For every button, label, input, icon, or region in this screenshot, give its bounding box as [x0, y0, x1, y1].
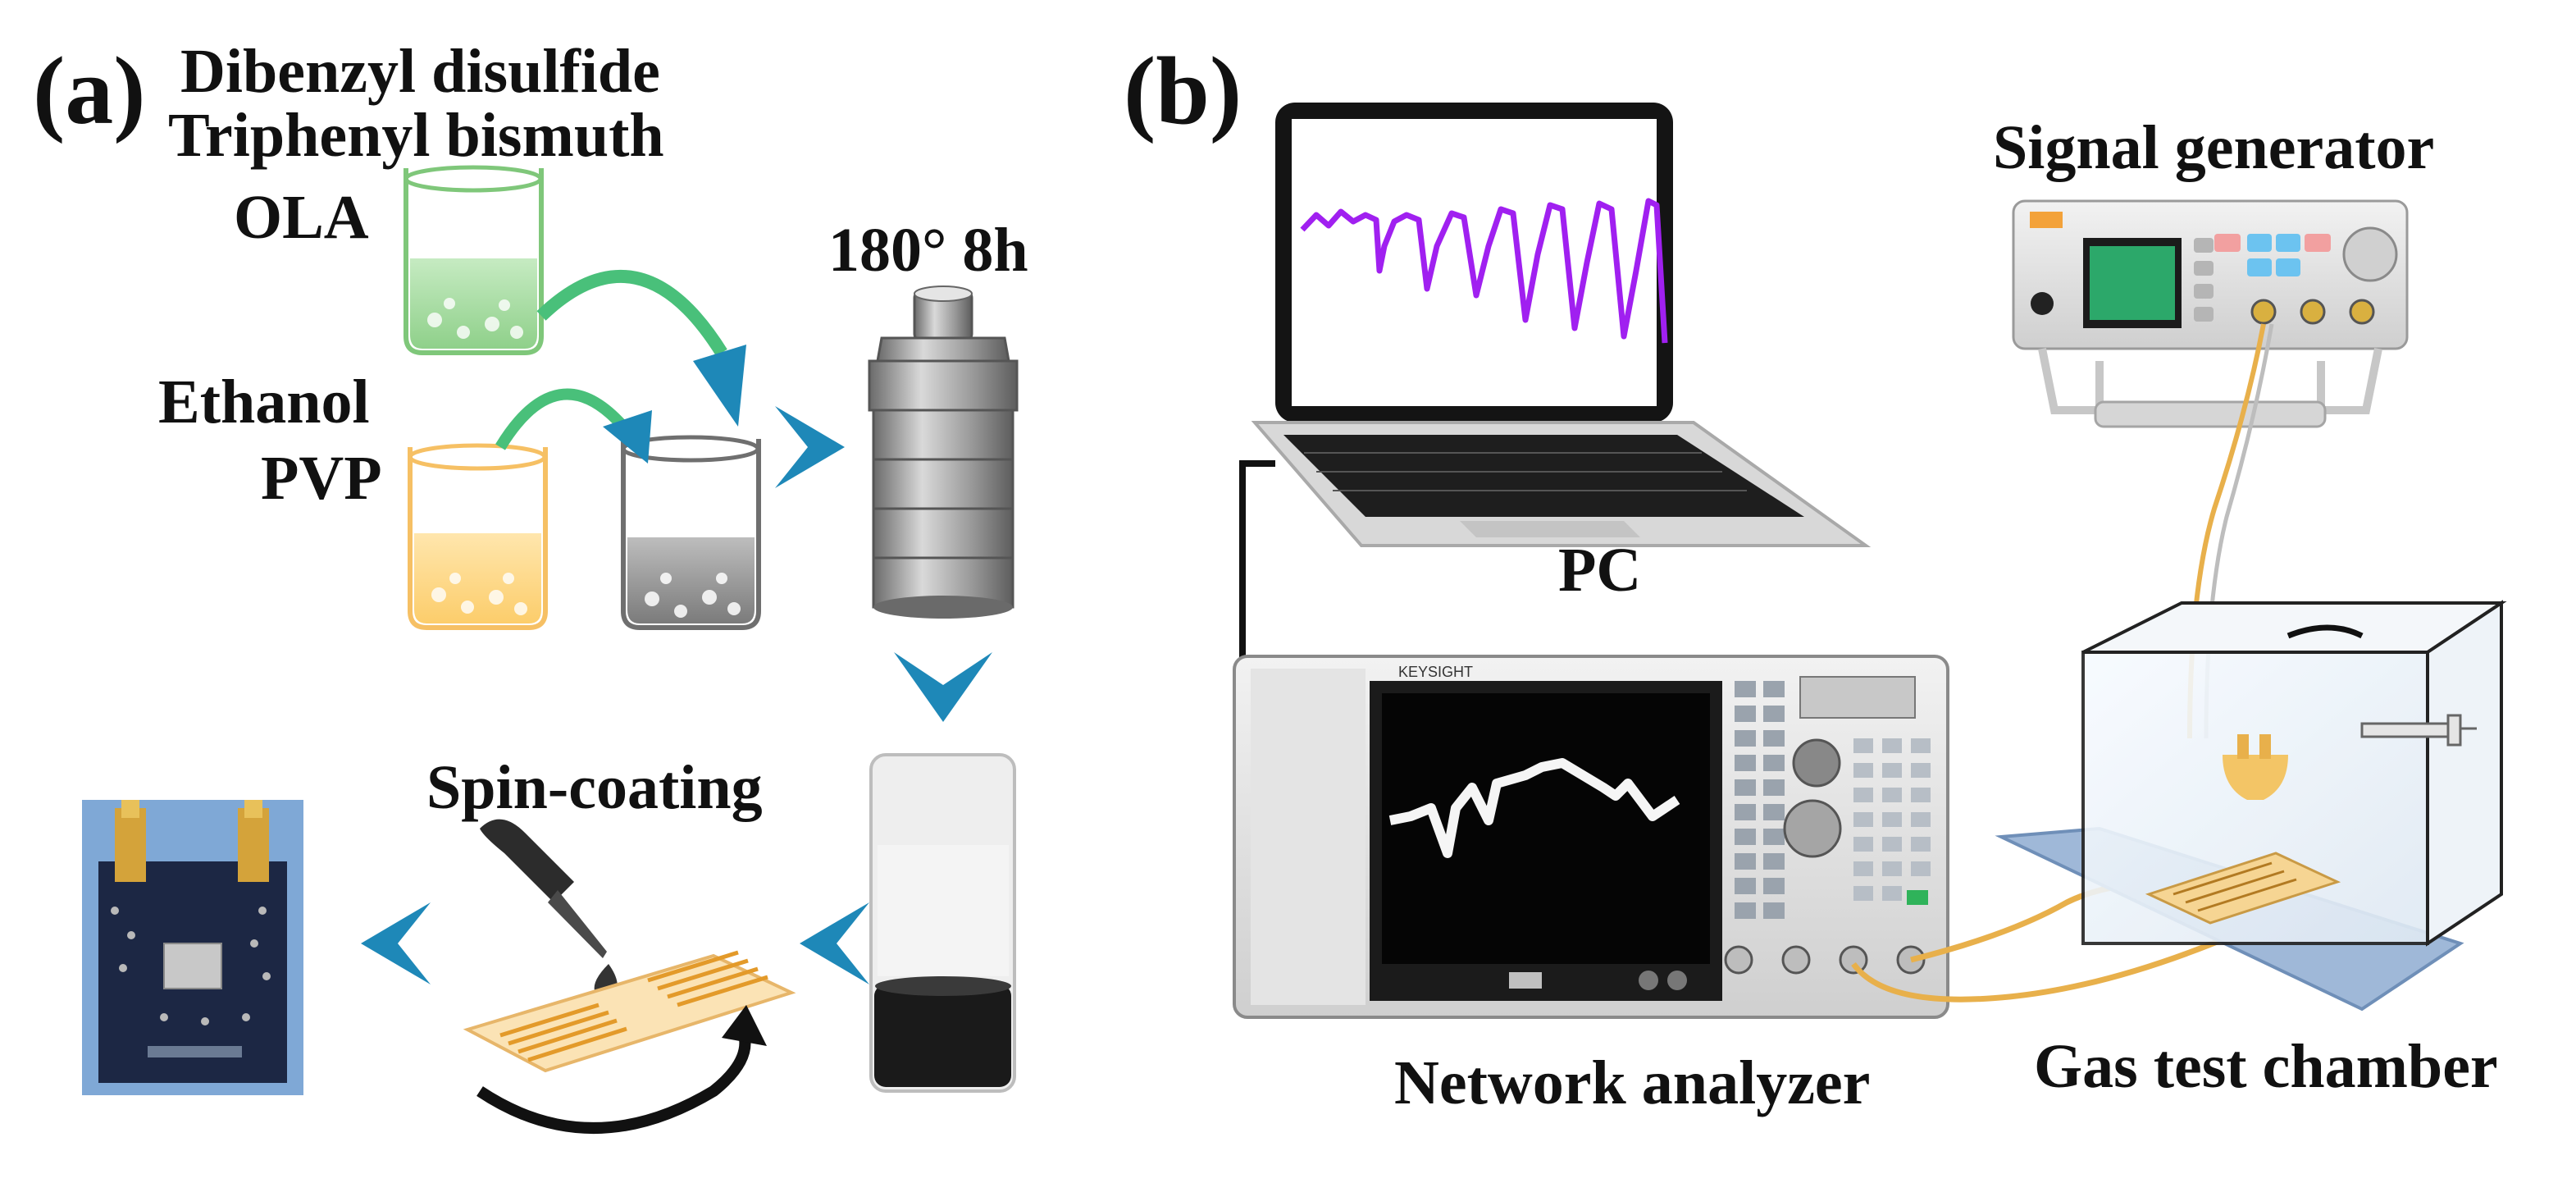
analyzer-trace [1388, 758, 1680, 858]
coated-substrate [463, 950, 796, 1073]
panel-b-tag: (b) [1124, 37, 1242, 144]
reaction-condition: 180° 8h [828, 216, 1028, 285]
sensor-device-photo [82, 800, 303, 1095]
label-network-analyzer: Network analyzer [1394, 1048, 1870, 1117]
reagent-ethanol: Ethanol [158, 368, 370, 436]
product-vial [869, 753, 1016, 1093]
dropper-icon [480, 819, 618, 1000]
reagent-ola: OLA [234, 183, 369, 252]
reagent-dibenzyl-disulfide: Dibenzyl disulfide [180, 37, 660, 106]
signal-generator-device [2012, 199, 2409, 428]
autoclave-reactor [868, 285, 1019, 619]
chevron-left-icon [361, 902, 431, 984]
analyzer-brand: KEYSIGHT [1398, 664, 1473, 680]
label-signal-generator: Signal generator [1993, 113, 2434, 182]
reagent-triphenyl-bismuth: Triphenyl bismuth [168, 101, 664, 170]
gas-test-chamber [1995, 600, 2507, 1012]
laptop-pc [1251, 103, 1872, 547]
step-spin-coating: Spin-coating [426, 753, 763, 822]
chevron-right-icon [775, 406, 845, 488]
network-analyzer-device: KEYSIGHT [1233, 655, 1949, 1019]
panel-a-tag: (a) [33, 37, 146, 144]
analyzer-chamber-cable-2 [1851, 907, 2290, 1003]
chevron-down-icon [894, 652, 992, 722]
rotation-arrow [476, 1027, 751, 1134]
reagent-pvp: PVP [261, 444, 382, 513]
chevron-left-icon [800, 902, 869, 984]
label-pc: PC [1558, 536, 1641, 605]
yellow-beaker [408, 443, 548, 630]
pour-arrows [495, 270, 746, 464]
pc-response-curve [1300, 198, 1668, 344]
label-gas-test-chamber: Gas test chamber [2034, 1032, 2498, 1101]
grey-beaker [621, 435, 761, 630]
green-beaker [403, 165, 544, 355]
syringe-icon [2360, 714, 2477, 747]
rotation-arrowhead [722, 1005, 767, 1046]
